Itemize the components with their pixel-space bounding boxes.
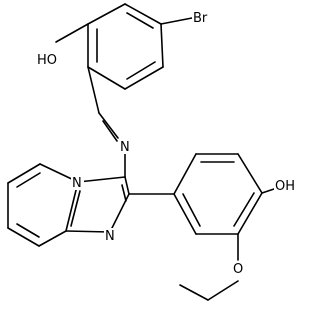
svg-text:Br: Br (193, 11, 208, 26)
bromine-label: Br (192, 10, 211, 26)
bromophenol-ring (87, 3, 164, 90)
svg-text:N: N (105, 229, 115, 244)
svg-text:HO: HO (37, 53, 57, 68)
ring-nitrogen-label: N (104, 228, 117, 244)
bridgehead-nitrogen-label: N (71, 175, 84, 191)
svg-text:N: N (120, 140, 130, 155)
svg-text:N: N (72, 176, 82, 191)
ethoxyphenol-ring (173, 153, 263, 235)
aryl-methine-bond (87, 66, 100, 114)
svg-text:OH: OH (275, 179, 295, 194)
hydroxyl-top-label: HO (36, 52, 59, 68)
phenol-oxygen-bond (55, 23, 89, 43)
ethyl-chain (179, 280, 239, 301)
svg-text:O: O (233, 262, 243, 277)
imine-double-bond (98, 112, 119, 142)
imine-nitrogen-label: N (119, 139, 132, 155)
ether-oxygen-label: O (232, 261, 245, 277)
bromine-bond (160, 17, 193, 25)
hydroxyl-right-label: OH (274, 178, 298, 194)
